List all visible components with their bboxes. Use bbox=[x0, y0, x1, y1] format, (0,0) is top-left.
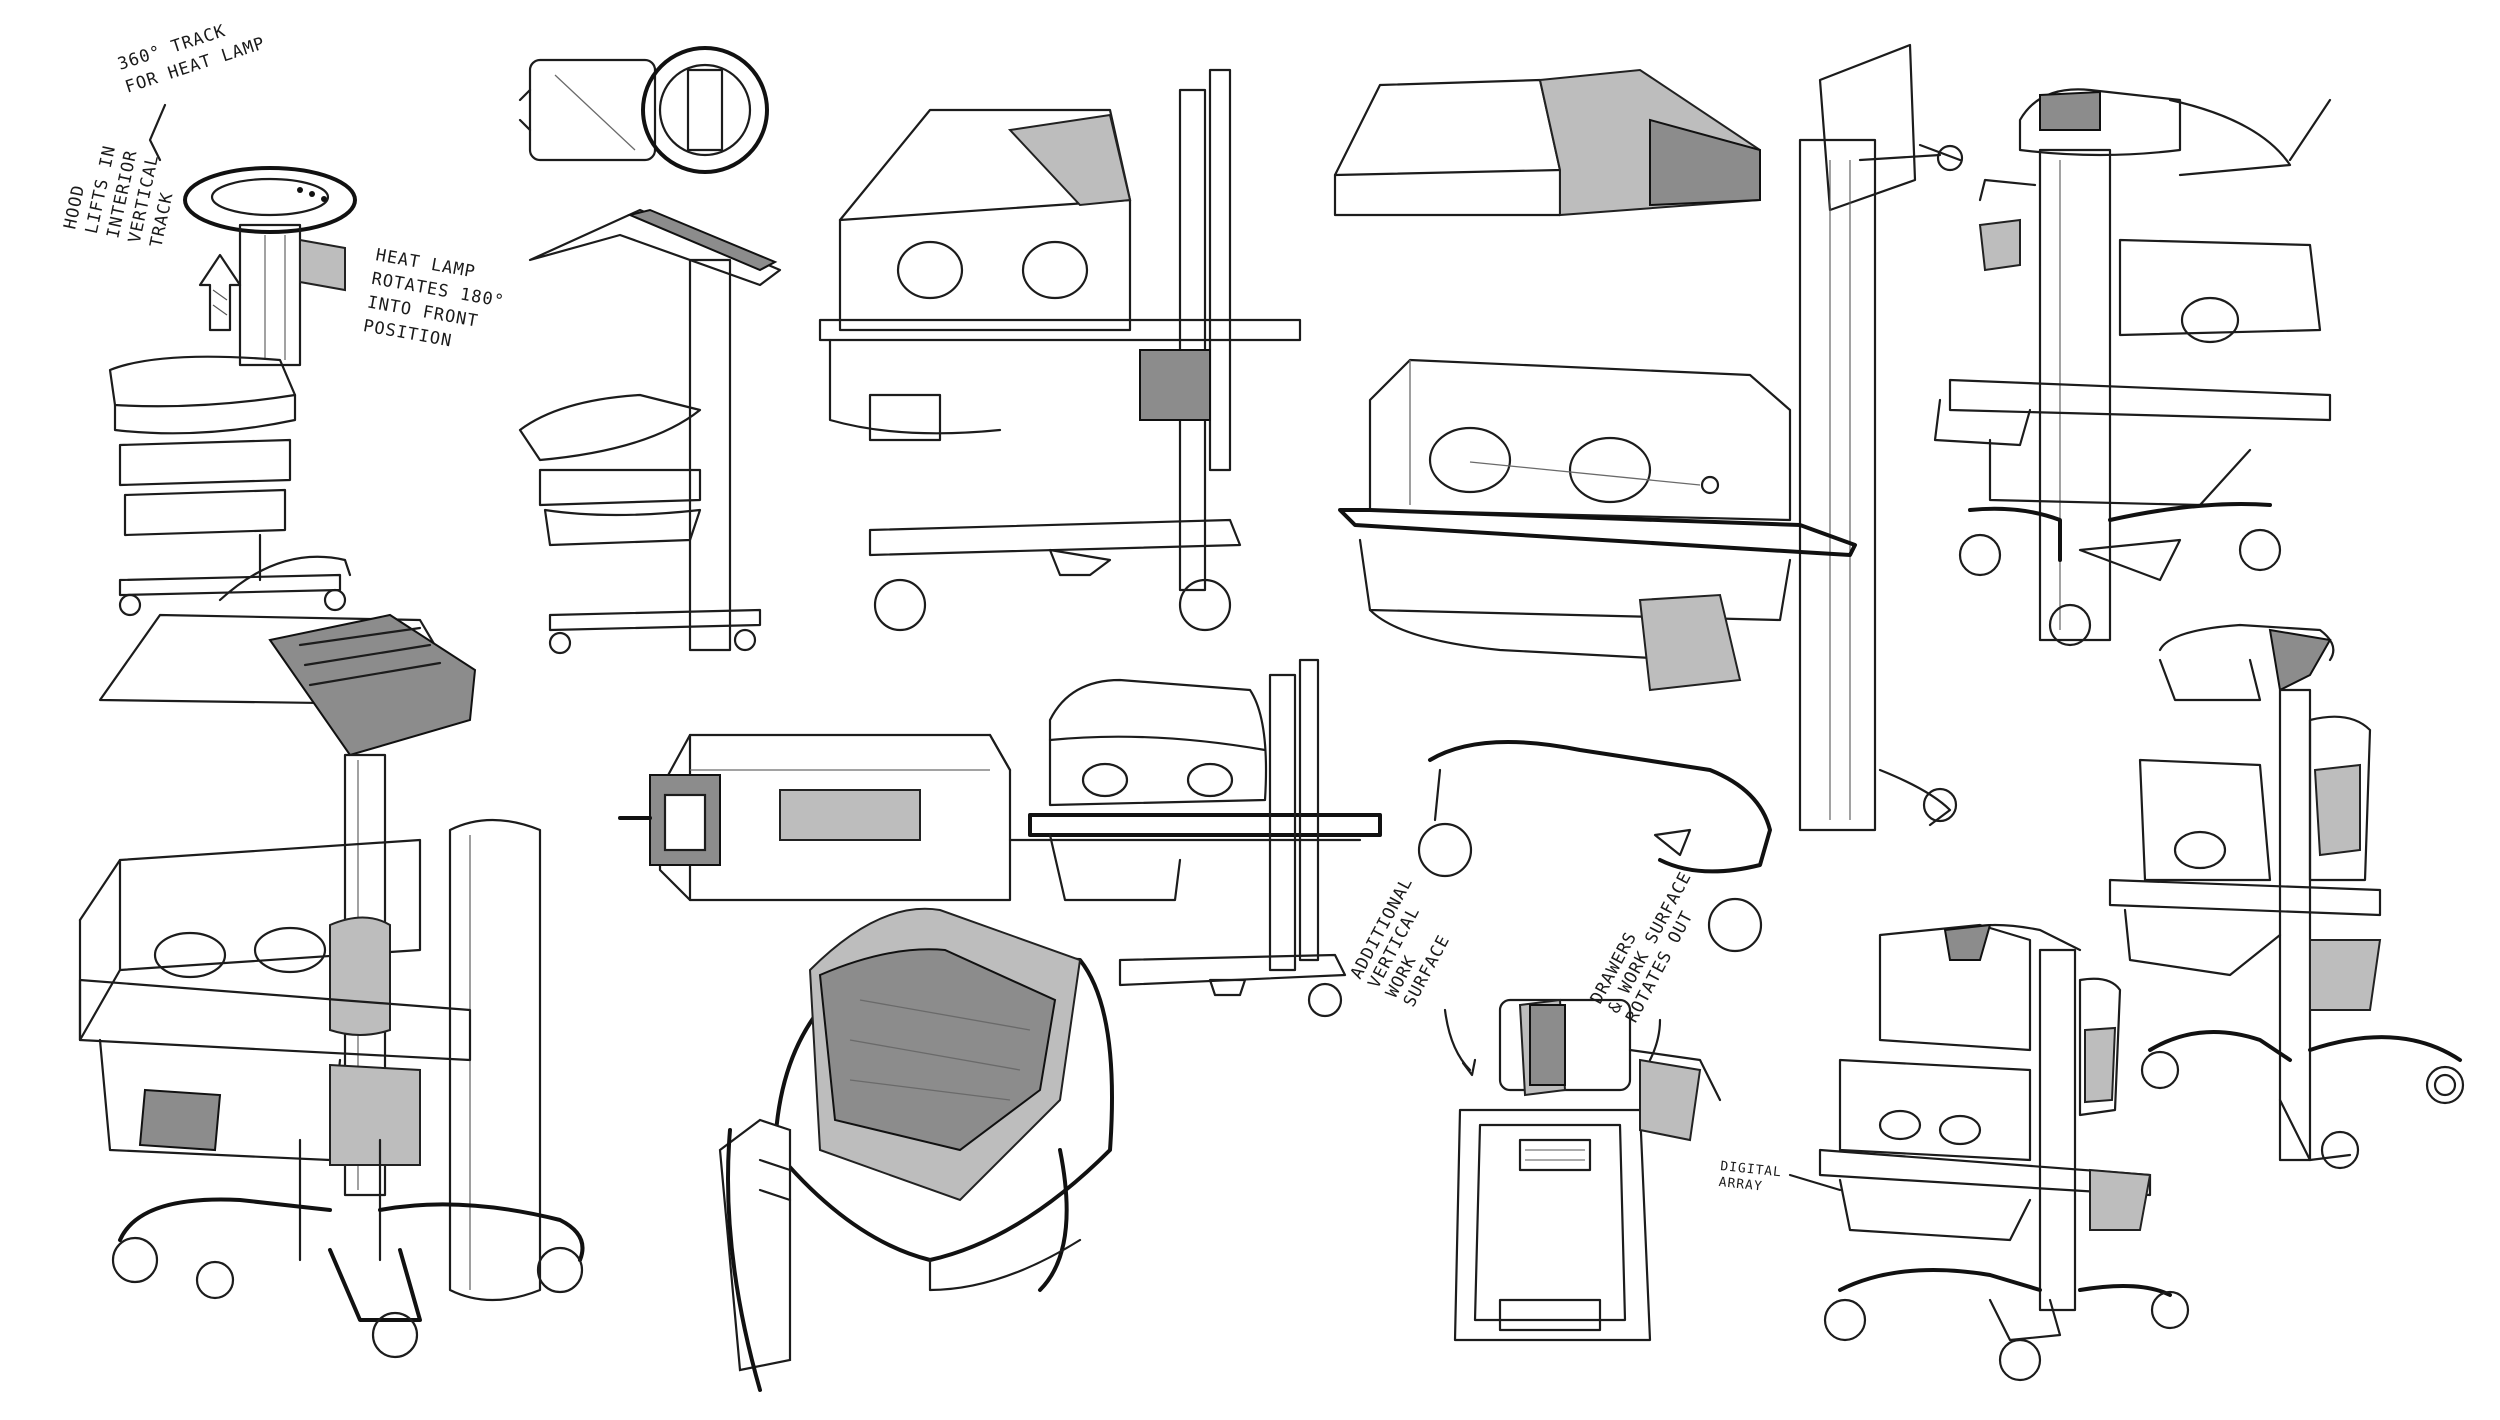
sketch-shaded-hood-three-quarter bbox=[718, 907, 1114, 1392]
note-hood: HOOD LIFTS IN INTERIOR VERTICAL TRACK bbox=[60, 144, 177, 250]
sketch-side-view-incubator bbox=[818, 68, 1302, 632]
wheel-icon bbox=[2433, 1073, 2457, 1097]
note-digital: DIGITAL ARRAY bbox=[1718, 1159, 1783, 1195]
sketch-top-view-cart bbox=[618, 733, 1362, 902]
sketch-cart-lamp-hood bbox=[78, 555, 585, 1359]
sketch-tower-cart-right-middle bbox=[2108, 623, 2465, 1170]
note-heat-lamp: HEAT LAMP ROTATES 180° INTO FRONT POSITI… bbox=[362, 245, 507, 351]
note-drawers: DRAWERS & WORK SURFACE ROTATES OUT bbox=[1587, 868, 1698, 1026]
sketch-side-view-cart-center bbox=[1028, 658, 1382, 1018]
note-track: 360° TRACK FOR HEAT LAMP bbox=[115, 21, 268, 98]
note-digital-leader bbox=[1788, 1173, 1842, 1192]
sketch-heat-lamp-ring-unit bbox=[108, 166, 357, 617]
hood-lift-arrow-icon bbox=[198, 253, 242, 332]
sketch-side-lamp-stand bbox=[518, 208, 782, 655]
note-track-leader bbox=[148, 103, 167, 162]
note-digital-line-2: ARRAY bbox=[1718, 1175, 1763, 1195]
note-digital-line-1: DIGITAL bbox=[1720, 1159, 1783, 1180]
sketch-pole-incubator bbox=[1333, 43, 1964, 953]
callout-arrow-icon bbox=[1443, 1008, 1662, 1077]
note-surface: ADDITIONAL VERTICAL WORK SURFACE bbox=[1347, 874, 1455, 1011]
sketch-rear-view-drawers bbox=[1453, 998, 1722, 1342]
sketch-tower-cart-top-right bbox=[1933, 88, 2332, 647]
sketch-tower-cart-bottom-right bbox=[1818, 923, 2190, 1382]
sketch-top-view-hood bbox=[518, 46, 769, 174]
